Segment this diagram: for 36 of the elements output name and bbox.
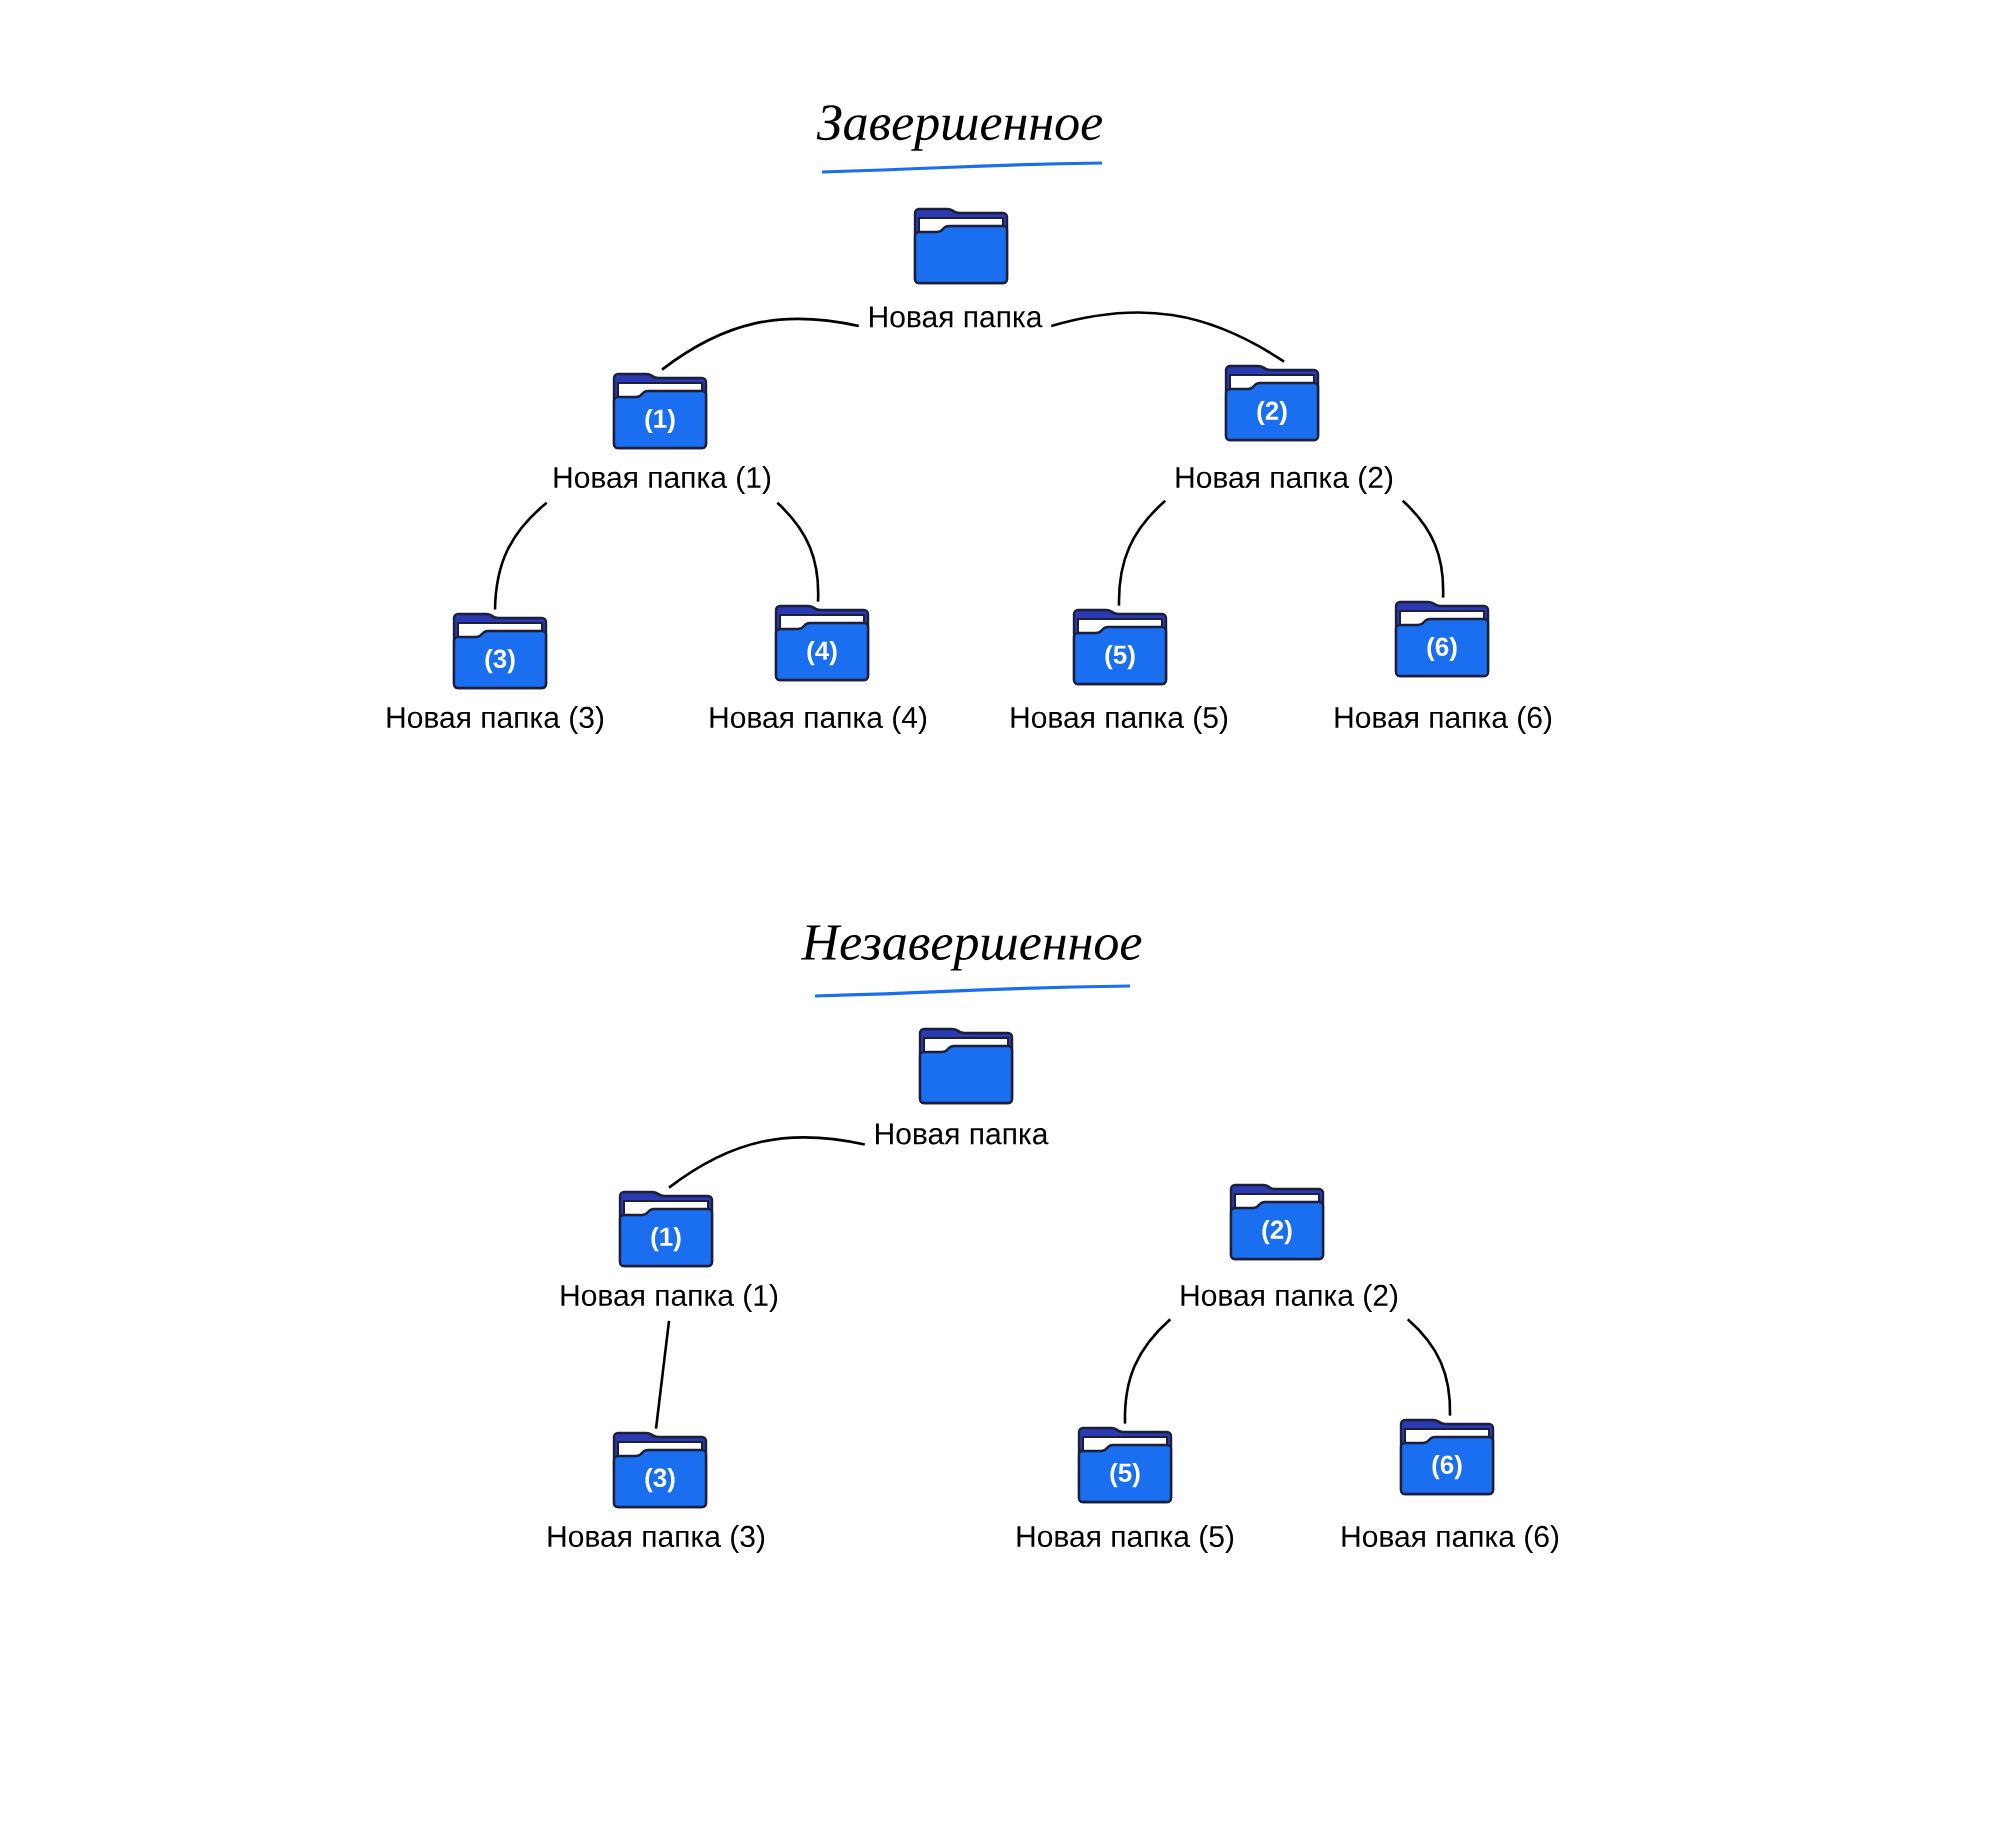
connector-line — [1401, 499, 1445, 598]
connector-line — [668, 1136, 866, 1189]
folder-label: Новая папка (5) — [1011, 706, 1228, 734]
folder-drawing: (2) — [1229, 1183, 1325, 1261]
connector-line — [654, 1320, 671, 1429]
folder-label: Новая папка (6) — [1335, 706, 1552, 734]
folder-drawing: (6) — [1399, 1418, 1495, 1496]
connector-line — [661, 317, 860, 371]
folder-drawing: (3) — [612, 1431, 708, 1509]
folder-drawing: (1) — [612, 372, 708, 450]
heading: Незавершенное — [801, 925, 1142, 971]
folder-label: Новая папка (3) — [387, 706, 604, 734]
folder-drawing: (5) — [1077, 1426, 1173, 1504]
connector-line — [493, 501, 548, 610]
folder-drawing: (2) — [1224, 364, 1320, 442]
folder-label: Новая папка — [870, 306, 1043, 328]
folder-label: Новая папка (2) — [1176, 466, 1393, 494]
connector-line — [1406, 1318, 1452, 1416]
folder-label: Новая папка (1) — [561, 1284, 778, 1312]
connector-line — [1123, 1318, 1172, 1424]
folder-drawing: (6) — [1394, 600, 1490, 678]
connector-line — [776, 501, 820, 602]
folder-label: Новая папка (2) — [1181, 1284, 1398, 1312]
connector-line — [1117, 499, 1167, 606]
folder-drawing: (3) — [452, 612, 548, 690]
folder-label: Новая папка (3) — [548, 1525, 765, 1553]
folder-drawing: (1) — [618, 1190, 714, 1268]
folder-drawing: (4) — [774, 604, 870, 682]
folder-label: Новая папка (5) — [1017, 1525, 1234, 1553]
heading: Завершенное — [816, 105, 1103, 151]
folder-drawing: (5) — [1072, 608, 1168, 686]
connector-line — [1050, 311, 1285, 363]
folder-label: Новая папка (4) — [710, 706, 927, 734]
folder-label: Новая папка (6) — [1342, 1525, 1559, 1553]
folder-label: Новая папка — [876, 1123, 1049, 1145]
folder-label: Новая папка (1) — [554, 466, 771, 494]
